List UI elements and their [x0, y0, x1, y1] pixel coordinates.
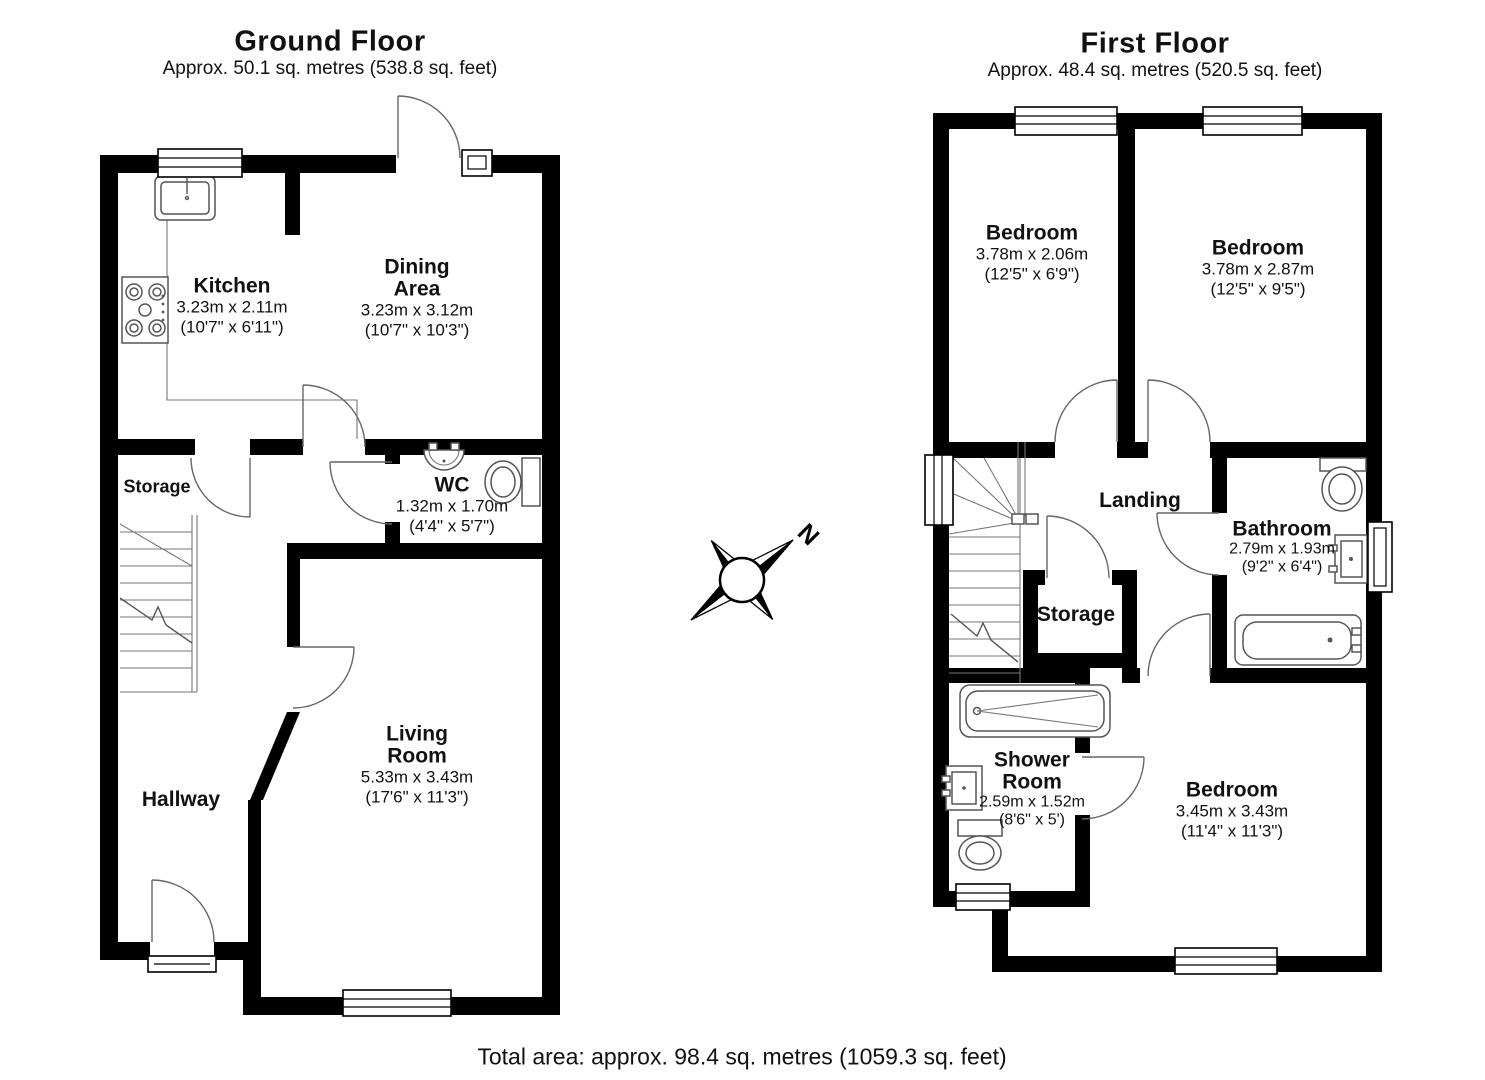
first-floor-subtitle: Approx. 48.4 sq. metres (520.5 sq. feet)	[987, 60, 1323, 81]
storage-door-arc	[190, 457, 251, 518]
back-door-arc	[397, 95, 461, 159]
room-label-shower-room: Shower Room 2.59m x 1.52m (8'6" x 5')	[979, 748, 1085, 830]
shower-toilet-icon	[957, 819, 1003, 871]
gf-interior-walls	[118, 173, 542, 942]
bedroom2-window	[1202, 106, 1303, 136]
living-room-window	[342, 989, 452, 1017]
page-title: Ground Floor	[234, 25, 426, 58]
room-label-bedroom2: Bedroom 3.78m x 2.87m (12'5" x 9'5")	[1201, 236, 1315, 299]
gf-windows	[147, 148, 493, 1017]
bathroom-door-arc	[1156, 512, 1220, 576]
bedroom3-door-arc	[1147, 613, 1211, 677]
room-label-bathroom: Bathroom 2.79m x 1.93m (9'2" x 6'4")	[1229, 517, 1335, 577]
ff-floor-area	[949, 129, 1366, 956]
room-label-dining-area: Dining Area 3.23m x 3.12m (10'7" x 10'3"…	[360, 255, 474, 340]
shower-bath-icon	[959, 684, 1111, 738]
first-floor-plan	[924, 106, 1393, 975]
bathroom-toilet-icon	[1319, 457, 1367, 512]
compass-icon: N	[690, 518, 825, 621]
room-label-gf-storage: Storage	[123, 476, 191, 497]
hob-icon	[121, 276, 169, 344]
bedroom1-door-arc	[1054, 379, 1118, 443]
bedroom3-window	[1174, 947, 1278, 975]
compass-north-label: N	[792, 518, 825, 551]
room-label-living-room: Living Room 5.33m x 3.43m (17'6" x 11'3"…	[360, 722, 474, 807]
gf-stairs	[119, 515, 198, 693]
first-floor-title: First Floor	[1080, 27, 1230, 60]
ground-floor-title: Ground Floor	[234, 26, 425, 59]
ff-windows	[924, 106, 1393, 975]
front-door-arc	[151, 879, 215, 943]
bathroom-sink-icon	[1328, 534, 1368, 584]
bedroom2-door-arc	[1147, 379, 1211, 443]
total-area-text: Total area: approx. 98.4 sq. metres (105…	[477, 1043, 1007, 1070]
room-label-bedroom1: Bedroom 3.78m x 2.06m (12'5" x 6'9")	[975, 221, 1089, 284]
room-label-hallway: Hallway	[141, 787, 221, 811]
ground-floor-subtitle: Approx. 50.1 sq. metres (538.8 sq. feet)	[162, 58, 498, 79]
shower-sink-icon	[941, 765, 983, 811]
gf-doors	[151, 95, 461, 943]
shower-room-window	[955, 883, 1011, 911]
ff-storage-door-arc	[1046, 515, 1110, 579]
ff-stairs	[948, 442, 1039, 683]
bathroom-radiator	[1367, 521, 1393, 593]
gf-floor-area	[118, 173, 542, 997]
room-label-landing: Landing	[1099, 488, 1181, 512]
bathtub-icon	[1234, 614, 1362, 666]
wc-toilet-icon	[484, 457, 541, 507]
room-label-kitchen: Kitchen 3.23m x 2.11m (10'7" x 6'11")	[176, 274, 288, 337]
ff-doors	[1046, 379, 1220, 820]
wc-door-arc	[329, 461, 393, 525]
dining-door-arc	[302, 384, 366, 448]
front-door-threshold	[147, 955, 217, 973]
room-label-bedroom3: Bedroom 3.45m x 3.43m (11'4" x 11'3")	[1175, 778, 1289, 841]
landing-window	[924, 454, 954, 526]
room-label-wc: WC 1.32m x 1.70m (4'4" x 5'7")	[395, 473, 509, 536]
living-door-arc	[292, 646, 355, 709]
wc-basin-icon	[423, 442, 465, 471]
room-label-ff-storage: Storage	[1036, 602, 1116, 626]
shower-door-arc	[1081, 756, 1145, 820]
ground-floor-plan	[100, 95, 560, 1017]
kitchen-window	[157, 148, 243, 178]
back-door-side-panel	[461, 149, 493, 177]
bedroom1-window	[1014, 106, 1118, 136]
